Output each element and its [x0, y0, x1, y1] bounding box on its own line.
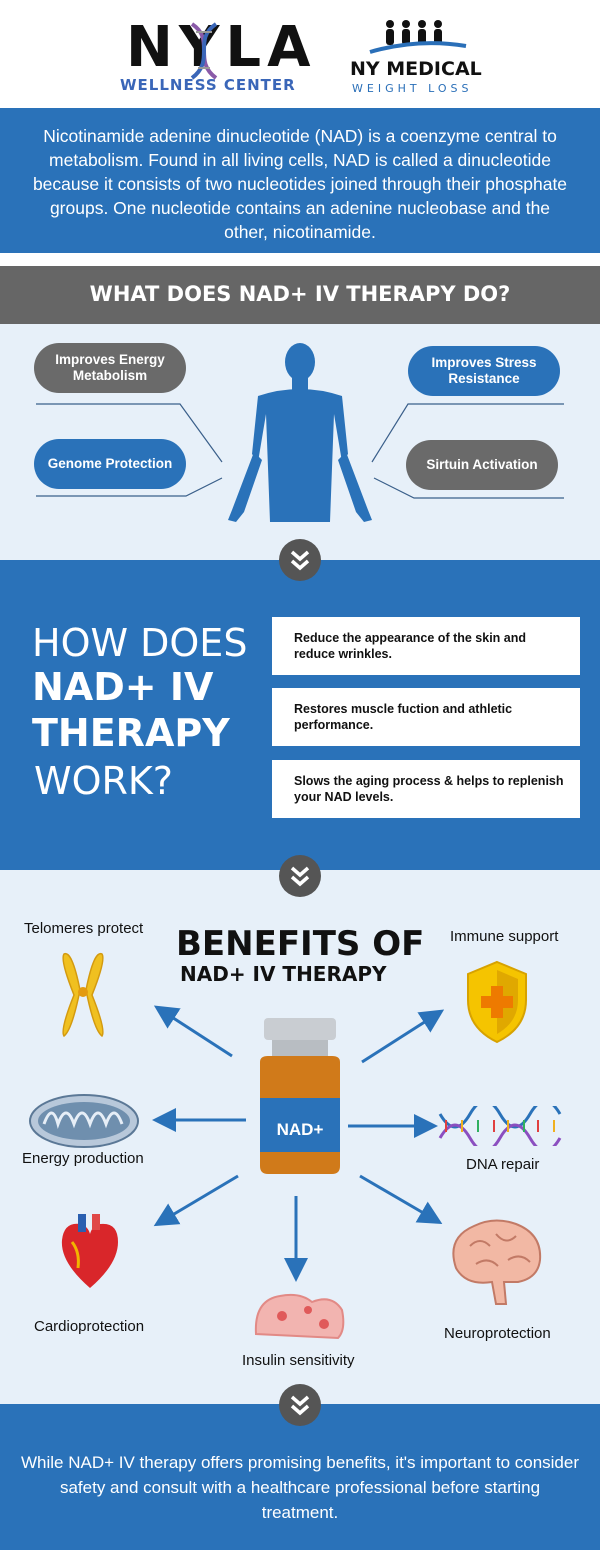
pill-stress-resistance: Improves Stress Resistance — [408, 346, 560, 396]
label-insulin: Insulin sensitivity — [242, 1352, 355, 1369]
footer-text: While NAD+ IV therapy offers promising b… — [20, 1453, 580, 1522]
label-energy: Energy production — [22, 1150, 144, 1167]
vial-label: NAD+ — [276, 1120, 324, 1139]
label-immune: Immune support — [450, 928, 559, 945]
people-logo-icon — [369, 20, 467, 54]
how-title-line-1: HOW DOES — [32, 621, 248, 665]
how-item-box: Restores muscle fuction and athletic per… — [272, 688, 580, 746]
header — [0, 0, 600, 108]
what-section-title-bar — [0, 266, 600, 324]
dna-logo-icon — [190, 22, 218, 80]
how-title-line-3: THERAPY — [32, 711, 230, 755]
label-dna: DNA repair — [466, 1156, 540, 1173]
footer-section — [0, 1404, 600, 1550]
ny-medical-logo-title: NY MEDICAL — [350, 58, 482, 80]
mitochondria-icon — [29, 1094, 139, 1148]
chevron-down-icon — [279, 855, 321, 897]
how-item-text: Slows the aging process & helps to reple… — [294, 774, 564, 804]
how-item-text: Restores muscle fuction and athletic per… — [294, 702, 513, 732]
nad-vial-icon — [260, 1018, 340, 1174]
double-chevron-icon — [290, 550, 310, 571]
how-title-line-2: NAD+ IV — [32, 665, 214, 709]
benefit-arrows — [152, 1005, 445, 1282]
chevron-down-icon — [279, 1384, 321, 1426]
dna-helix-icon — [438, 1106, 562, 1146]
immune-shield-icon — [467, 960, 527, 1044]
nyla-logo-subtitle: WELLNESS CENTER — [120, 76, 296, 94]
nyla-logo-word: NYLA — [126, 15, 317, 80]
pancreas-icon — [254, 1293, 345, 1340]
intro-section — [0, 108, 600, 253]
double-chevron-icon — [290, 1395, 310, 1416]
ny-medical-logo-subtitle: WEIGHT LOSS — [352, 82, 473, 95]
intro-text: Nicotinamide adenine dinucleotide (NAD) … — [32, 126, 568, 242]
chevron-down-icon — [279, 539, 321, 581]
connector-lines — [36, 403, 564, 499]
how-item-box: Slows the aging process & helps to reple… — [272, 760, 580, 818]
pill-genome-protection: Genome Protection — [34, 439, 186, 489]
heart-icon — [61, 1214, 118, 1288]
human-body-icon — [228, 343, 372, 522]
how-item-box: Reduce the appearance of the skin and re… — [272, 617, 580, 675]
pill-sirtuin-activation: Sirtuin Activation — [406, 440, 558, 490]
what-section-title: WHAT DOES NAD+ IV THERAPY DO? — [89, 282, 511, 306]
label-neuro: Neuroprotection — [444, 1325, 551, 1342]
benefits-title-line-2: NAD+ IV THERAPY — [180, 962, 387, 986]
label-cardio: Cardioprotection — [34, 1318, 145, 1335]
how-title-line-4: WORK? — [34, 759, 173, 803]
label-telomeres: Telomeres protect — [24, 920, 144, 937]
pill-energy-metabolism: Improves Energy Metabolism — [34, 343, 186, 393]
brain-icon — [452, 1219, 542, 1305]
benefits-title-line-1: BENEFITS OF — [176, 924, 425, 964]
double-chevron-icon — [290, 866, 310, 887]
chromosome-icon — [62, 952, 104, 1038]
how-item-text: Reduce the appearance of the skin and re… — [294, 631, 527, 661]
